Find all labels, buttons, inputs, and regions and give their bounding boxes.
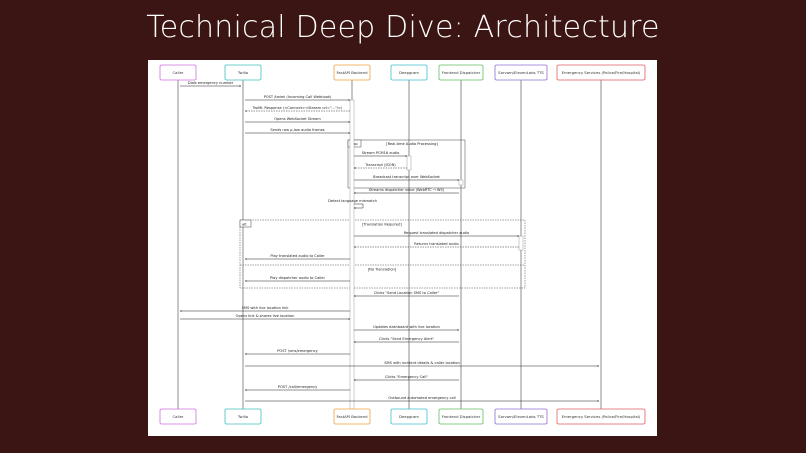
participant-box-caller-top bbox=[159, 64, 197, 81]
message-label-9: Detect language mismatch bbox=[328, 199, 377, 203]
participant-label-backend-top: FastAPI Backend bbox=[336, 70, 368, 75]
participant-box-twilio-bottom bbox=[224, 408, 262, 425]
participant-label-deepgram-bottom: Deepgram bbox=[399, 414, 419, 419]
participant-label-caller-bottom: Caller bbox=[173, 414, 184, 419]
participant-box-emergency-top bbox=[556, 64, 646, 81]
alt-guard-2-label: [No Translation] bbox=[368, 268, 397, 272]
message-label-23: Outbound automated emergency call bbox=[388, 396, 455, 400]
participant-label-frontend-top: Frontend Dispatcher bbox=[442, 70, 481, 75]
participant-label-emergency-bottom: Emergency Services (Police/Fire/Hospital… bbox=[562, 414, 641, 419]
alt-fragment bbox=[239, 219, 526, 289]
loop-fragment-tag bbox=[347, 139, 362, 148]
participant-box-caller-bottom bbox=[159, 408, 197, 425]
participant-box-frontend-top bbox=[438, 64, 484, 81]
message-label-11: Returns translated audio bbox=[414, 242, 458, 246]
slide-title: Technical Deep Dive: Architecture bbox=[146, 10, 660, 45]
activation-frontend bbox=[458, 179, 464, 186]
loop-guard-label: [Real-time Audio Processing] bbox=[386, 142, 438, 146]
participant-box-tts-top bbox=[494, 64, 548, 81]
participant-box-emergency-bottom bbox=[556, 408, 646, 425]
participant-label-twilio-bottom: Twilio bbox=[237, 414, 249, 419]
message-label-2: TwiML Response (<Connect><Stream url="..… bbox=[252, 106, 343, 110]
message-label-5: Stream PCM16 audio bbox=[362, 151, 400, 155]
message-label-13: Play dispatcher audio to Caller bbox=[270, 276, 326, 280]
message-arrow-9 bbox=[353, 203, 364, 209]
participant-label-tts-bottom: Sarvam/ElevenLabs TTS bbox=[498, 414, 544, 419]
participant-box-tts-bottom bbox=[494, 408, 548, 425]
message-label-1: POST /twiml (Incoming Call Webhook) bbox=[264, 95, 332, 99]
participant-box-backend-top bbox=[333, 64, 371, 81]
participant-box-backend-bottom bbox=[333, 408, 371, 425]
message-label-22: POST /call/emergency bbox=[278, 385, 318, 389]
participant-label-deepgram-top: Deepgram bbox=[399, 70, 419, 75]
message-label-21: Clicks "Emergency Call" bbox=[385, 375, 428, 379]
participant-label-frontend-bottom: Frontend Dispatcher bbox=[442, 414, 481, 419]
alt-fragment-tag bbox=[239, 219, 252, 228]
sequence-diagram-panel: loop[Real-time Audio Processing]alt[Tran… bbox=[148, 60, 657, 436]
alt-tag-label: alt bbox=[242, 222, 247, 226]
message-label-6: Transcript (JSON) bbox=[364, 163, 396, 167]
message-label-16: Opens link & shares live location bbox=[236, 314, 295, 318]
participant-box-frontend-bottom bbox=[438, 408, 484, 425]
participant-label-caller-top: Caller bbox=[173, 70, 184, 75]
message-label-18: Clicks "Send Emergency Alert" bbox=[379, 337, 434, 341]
message-label-7: Broadcast transcript over WebSocket bbox=[373, 175, 440, 179]
participant-label-emergency-top: Emergency Services (Police/Fire/Hospital… bbox=[562, 70, 641, 75]
participant-box-twilio-top bbox=[224, 64, 262, 81]
message-label-10: Request translated dispatcher audio bbox=[404, 231, 469, 235]
activation-tts bbox=[518, 235, 524, 251]
message-label-15: SMS with live location link bbox=[242, 306, 290, 310]
message-label-3: Opens WebSocket Stream bbox=[274, 117, 321, 121]
message-label-19: POST /sms/emergency bbox=[277, 349, 318, 353]
message-label-12: Play translated audio to Caller bbox=[270, 254, 325, 258]
participant-label-twilio-top: Twilio bbox=[237, 70, 249, 75]
message-label-20: SMS with incident details & caller locat… bbox=[384, 361, 459, 365]
participant-label-tts-top: Sarvam/ElevenLabs TTS bbox=[498, 70, 544, 75]
message-label-14: Clicks "Send Location SMS to Caller" bbox=[374, 291, 440, 295]
participant-box-deepgram-bottom bbox=[390, 408, 428, 425]
loop-fragment bbox=[347, 139, 466, 189]
message-label-0: Dials emergency number bbox=[188, 81, 234, 85]
message-label-4: Sends raw μ-law audio frames bbox=[270, 128, 324, 132]
message-label-8: Streams dispatcher voice (WebRTC → WS) bbox=[369, 188, 445, 192]
activation-deepgram bbox=[406, 155, 412, 171]
participant-label-backend-bottom: FastAPI Backend bbox=[336, 414, 368, 419]
message-label-17: Updates dashboard with live location bbox=[373, 325, 440, 329]
sequence-diagram: loop[Real-time Audio Processing]alt[Tran… bbox=[159, 64, 646, 425]
alt-guard-1-label: [Translation Required] bbox=[362, 222, 402, 226]
activation-backend bbox=[349, 99, 355, 410]
participant-box-deepgram-top bbox=[390, 64, 428, 81]
